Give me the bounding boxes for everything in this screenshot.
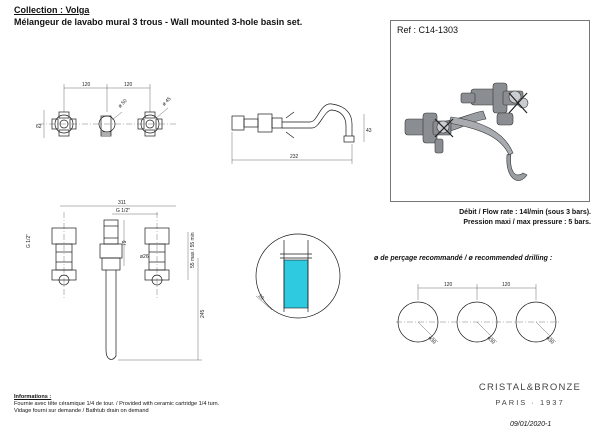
information-block: Informations : Fournie avec tête céramiq… (14, 394, 219, 415)
document-date: 09/01/2020-1 (510, 421, 552, 428)
product-render (404, 82, 529, 181)
drill-dia-c: ø30 (545, 335, 555, 345)
dim-232: 232 (290, 154, 299, 160)
dim-20: 20 (257, 293, 265, 301)
dim-top-120a: 120 (82, 82, 91, 88)
document-header: Collection : Volga Mélangeur de lavabo m… (14, 4, 370, 28)
dim-79: 79 (122, 240, 128, 246)
drilling-template: 120 120 ø30 ø30 ø30 (396, 282, 560, 346)
flow-rate: Débit / Flow rate : 14l/min (sous 3 bars… (459, 209, 591, 216)
brand-logo: CRISTAL&BRONZE (478, 382, 582, 393)
information-line-1: Fournie avec tête céramique 1/4 de tour.… (14, 401, 220, 407)
dim-top-120b: 120 (124, 82, 133, 88)
drill-dia-b: ø30 (486, 335, 496, 345)
dim-max-min: 55 max / 55 min (190, 232, 196, 268)
reference-label: Ref : C14-1303 (397, 25, 459, 35)
drilling-title: ø de perçage recommandé / ø recommended … (374, 255, 553, 262)
detail-view: 20 (255, 233, 341, 319)
information-line-2: Vidage fourni sur demande / Bathtub drai… (14, 408, 149, 414)
collection-title: Collection : Volga (14, 5, 90, 15)
specifications: Débit / Flow rate : 14l/min (sous 3 bars… (395, 208, 591, 228)
brand-subtitle: PARIS · 1937 (495, 398, 565, 407)
product-title: Mélangeur de lavabo mural 3 trous - Wall… (14, 17, 303, 27)
information-title: Informations : (14, 394, 52, 400)
dim-245: 245 (200, 309, 206, 318)
dim-g-half-vertical: G 1/2" (26, 234, 32, 248)
reference-box: Ref : C14-1303 (390, 20, 590, 202)
dim-dia-50: ø 50 (117, 98, 128, 109)
flow-regulator (283, 259, 309, 309)
dim-g-half: G 1/2" (116, 208, 130, 214)
dim-62: 62 (36, 124, 42, 130)
dim-311: 311 (118, 200, 126, 206)
dim-dia-45: ø 45 (161, 96, 172, 107)
front-view: 311 G 1/2" G 1/2" 79 ø26 (26, 200, 206, 361)
max-pressure: Pression maxi / max pressure : 5 bars. (463, 219, 591, 226)
dim-26: ø26 (140, 254, 149, 260)
top-view: 120 120 62 ø 50 (36, 82, 176, 138)
side-view: 232 43 (231, 103, 372, 164)
drill-dim-120a: 120 (444, 282, 453, 288)
drill-dia-a: ø30 (427, 335, 437, 345)
dim-43: 43 (366, 128, 372, 134)
drill-dim-120b: 120 (502, 282, 511, 288)
